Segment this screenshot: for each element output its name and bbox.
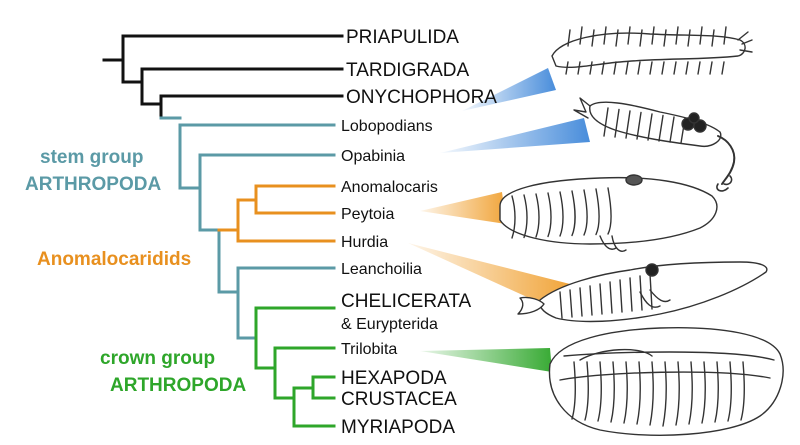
- taxon-label-chelicerata: CHELICERATA: [341, 291, 472, 312]
- crown-group-label-line1: crown group: [100, 348, 215, 369]
- peytoia-drawing: [499, 174, 718, 252]
- crown-group-branches: [254, 306, 336, 428]
- anomalocaridid-branches: [217, 184, 336, 243]
- trilobita-beam: [420, 348, 552, 372]
- taxon-label-peytoia: Peytoia: [341, 206, 394, 223]
- hurdia-drawing: [517, 261, 768, 323]
- taxon-label-tardigrada: TARDIGRADA: [346, 60, 469, 81]
- stem-group-label-line1: stem group: [40, 147, 143, 168]
- anomalocaridids-label: Anomalocaridids: [37, 249, 191, 270]
- taxon-label-crustacea: CRUSTACEA: [341, 389, 457, 410]
- lobopodian-worm-drawing: [551, 26, 753, 75]
- taxon-label-lobopodians: Lobopodians: [341, 118, 433, 135]
- taxon-label-trilobita: Trilobita: [341, 341, 397, 358]
- opabinia-drawing: [573, 97, 736, 192]
- group-labels: stem group ARTHROPODA Anomalocaridids cr…: [25, 147, 246, 396]
- taxon-label-hurdia: Hurdia: [341, 234, 388, 251]
- trilobite-drawing: [548, 327, 784, 436]
- stem-group-label-line2: ARTHROPODA: [25, 174, 161, 195]
- taxon-label-leanchoilia: Leanchoilia: [341, 261, 422, 278]
- taxon-label-onychophora: ONYCHOPHORA: [346, 87, 497, 108]
- crown-group-label-line2: ARTHROPODA: [110, 375, 246, 396]
- cladogram-branches: [102, 34, 344, 428]
- opabinia-beam: [440, 118, 590, 153]
- hurdia-beam: [408, 243, 570, 312]
- taxon-label-eurypterida: & Eurypterida: [341, 316, 438, 333]
- stem-group-branches: [159, 116, 336, 340]
- taxon-label-hexapoda: HEXAPODA: [341, 368, 447, 389]
- peytoia-beam: [420, 192, 506, 224]
- lobopodian-beam: [462, 68, 556, 111]
- taxon-label-priapulida: PRIAPULIDA: [346, 27, 459, 48]
- outgroup-branches: [102, 34, 344, 120]
- taxon-label-myriapoda: MYRIAPODA: [341, 417, 455, 438]
- taxon-label-opabinia: Opabinia: [341, 148, 405, 165]
- taxon-label-anomalocaris: Anomalocaris: [341, 179, 438, 196]
- taxon-labels: PRIAPULIDA TARDIGRADA ONYCHOPHORA Lobopo…: [341, 27, 497, 438]
